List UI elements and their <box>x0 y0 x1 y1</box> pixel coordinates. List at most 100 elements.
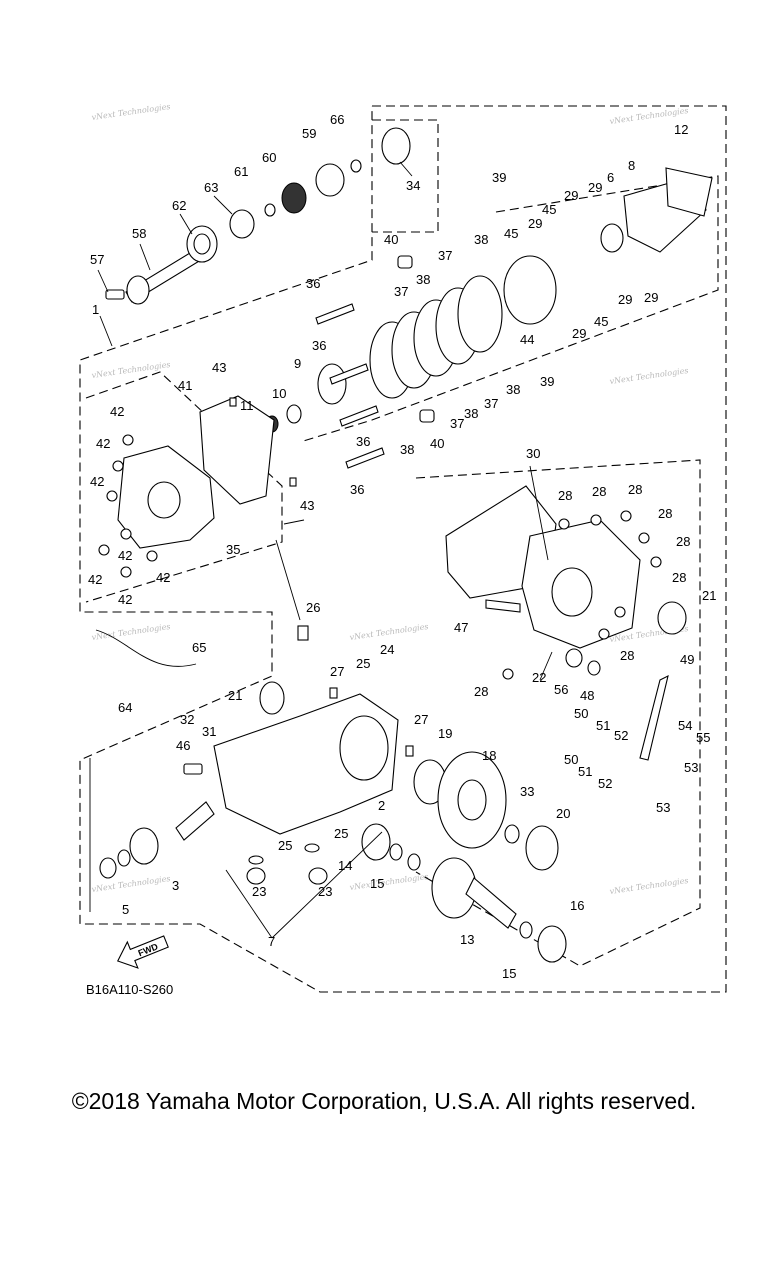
pin <box>339 405 379 427</box>
part-number-label: 29 <box>572 326 586 341</box>
leader <box>283 519 305 525</box>
part-number-label: 61 <box>234 164 248 179</box>
part-number-label: 1 <box>92 302 99 317</box>
watermark: vNext Technologies <box>91 622 171 642</box>
leader <box>97 269 109 293</box>
watermark: vNext Technologies <box>91 874 171 894</box>
part-number-label: 40 <box>384 232 398 247</box>
part-number-label: 29 <box>588 180 602 195</box>
bolt <box>598 628 610 640</box>
part-number-label: 59 <box>302 126 316 141</box>
spring <box>419 409 435 423</box>
part-number-label: 31 <box>202 724 216 739</box>
part-number-label: 52 <box>598 776 612 791</box>
bolt <box>558 518 570 530</box>
bolt <box>122 434 134 446</box>
seal <box>99 857 117 879</box>
part-number-label: 36 <box>350 482 364 497</box>
part-number-label: 45 <box>542 202 556 217</box>
part-number-label: 48 <box>580 688 594 703</box>
leader <box>271 831 383 939</box>
part-number-label: 12 <box>674 122 688 137</box>
part-number-label: 15 <box>502 966 516 981</box>
part-number-label: 43 <box>212 360 226 375</box>
part-number-label: 64 <box>118 700 132 715</box>
fwd-arrow: FWD <box>116 935 169 969</box>
pin <box>315 303 355 325</box>
part-number-label: 37 <box>484 396 498 411</box>
part-number-label: 29 <box>618 292 632 307</box>
gear <box>281 182 307 214</box>
part-number-label: 25 <box>356 656 370 671</box>
part-number-label: 45 <box>594 314 608 329</box>
part-number-label: 24 <box>380 642 394 657</box>
part-number-label: 42 <box>156 570 170 585</box>
outline-main <box>79 105 727 993</box>
part-number-label: 20 <box>556 806 570 821</box>
part-number-label: 30 <box>526 446 540 461</box>
bearing <box>361 823 391 861</box>
part-number-label: 35 <box>226 542 240 557</box>
part-number-label: 34 <box>406 178 420 193</box>
collar <box>286 404 302 424</box>
part-number-label: 63 <box>204 180 218 195</box>
watermark: vNext Technologies <box>91 360 171 380</box>
part-number-label: 10 <box>272 386 286 401</box>
gear-hub <box>126 275 150 305</box>
spring <box>105 289 125 300</box>
bearing <box>600 223 624 253</box>
part-number-label: 28 <box>676 534 690 549</box>
seal <box>565 648 583 668</box>
part-number-label: 25 <box>334 826 348 841</box>
part-number-label: 27 <box>330 664 344 679</box>
shift-lever <box>639 674 669 761</box>
part-number-label: 29 <box>564 188 578 203</box>
right-case-bore <box>551 567 593 617</box>
leader <box>99 315 113 347</box>
part-number-label: 19 <box>438 726 452 741</box>
part-number-label: 38 <box>416 272 430 287</box>
washer <box>519 921 533 939</box>
leader <box>529 465 549 561</box>
leader <box>213 195 233 215</box>
part-number-label: 55 <box>696 730 710 745</box>
part-number-label: 50 <box>574 706 588 721</box>
part-number-label: 49 <box>680 652 694 667</box>
bolt <box>638 532 650 544</box>
part-number-label: 11 <box>240 398 254 413</box>
part-number-label: 65 <box>192 640 206 655</box>
exploded-parts-diagram: vNext Technologies vNext Technologies vN… <box>79 102 727 997</box>
outline-left-cover <box>85 371 283 603</box>
copyright-notice: ©2018 Yamaha Motor Corporation, U.S.A. A… <box>71 1088 697 1114</box>
plug <box>308 867 328 885</box>
pin <box>345 447 385 469</box>
part-number-label: 45 <box>504 226 518 241</box>
right-cover-group <box>445 485 687 761</box>
fwd-arrow-shape <box>116 935 169 969</box>
part-number-label: 28 <box>558 488 572 503</box>
dowel <box>289 477 297 487</box>
main-case-bore <box>339 715 389 781</box>
circlip <box>264 203 276 217</box>
part-number-label: 42 <box>110 404 124 419</box>
bolt <box>146 550 158 562</box>
leader <box>179 213 193 235</box>
part-number-label: 26 <box>306 600 320 615</box>
part-number-label: 28 <box>620 648 634 663</box>
part-number-label: 39 <box>492 170 506 185</box>
shift-shaft <box>485 599 521 613</box>
bolt <box>590 514 602 526</box>
plug <box>246 867 266 885</box>
part-number-label: 32 <box>180 712 194 727</box>
part-number-label: 7 <box>268 934 275 949</box>
dowel <box>329 687 338 699</box>
part-number-label: 6 <box>607 170 614 185</box>
part-number-label: 36 <box>356 434 370 449</box>
bearing-inner <box>193 233 211 255</box>
bolt <box>98 544 110 556</box>
washer <box>304 843 320 853</box>
part-number-label: 40 <box>430 436 444 451</box>
part-number-label: 5 <box>122 902 129 917</box>
part-number-label: 41 <box>178 378 192 393</box>
part-number-label: 21 <box>702 588 716 603</box>
